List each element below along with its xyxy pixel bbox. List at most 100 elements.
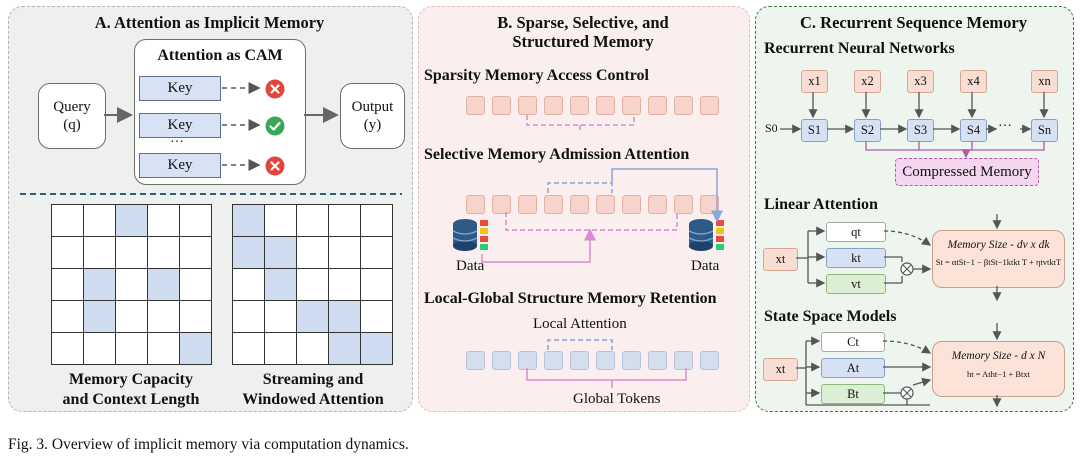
grid-cell bbox=[148, 269, 180, 301]
token-square bbox=[622, 195, 641, 214]
panel-c-title: C. Recurrent Sequence Memory bbox=[800, 13, 1027, 32]
grid-cell bbox=[84, 237, 116, 269]
rnn-input-box: xn bbox=[1031, 70, 1058, 93]
key-box-2: Key bbox=[139, 113, 221, 138]
token-square bbox=[492, 195, 511, 214]
token-square bbox=[544, 195, 563, 214]
windowed-attention-grid bbox=[232, 204, 393, 365]
grid-cell bbox=[116, 269, 148, 301]
rnn-input-box: x1 bbox=[801, 70, 828, 93]
token-square bbox=[570, 351, 589, 370]
output-label: Output bbox=[351, 99, 394, 115]
local-global-section-title: Local-Global Structure Memory Retention bbox=[424, 290, 717, 307]
token-square bbox=[622, 351, 641, 370]
key-box-1: Key bbox=[139, 76, 221, 101]
rnn-input-box: x3 bbox=[907, 70, 934, 93]
token-square bbox=[596, 351, 615, 370]
token-square bbox=[700, 351, 719, 370]
reject-icon bbox=[265, 156, 285, 176]
grid1-caption-line2: and Context Length bbox=[62, 391, 200, 408]
ssm-a-box: At bbox=[821, 358, 885, 378]
token-square bbox=[700, 96, 719, 115]
grid-cell bbox=[148, 237, 180, 269]
grid-cell bbox=[329, 237, 361, 269]
output-symbol: (y) bbox=[363, 117, 382, 133]
query-symbol: (q) bbox=[63, 117, 81, 133]
data-label-right: Data bbox=[691, 258, 720, 274]
ssm-memory-box: Memory Size - d x N ht = Atht−1 + Btxt bbox=[932, 341, 1065, 397]
grid-cell bbox=[361, 269, 393, 301]
linear-memory-size: Memory Size - dv x dk bbox=[947, 239, 1050, 251]
grid2-caption: Streaming and Windowed Attention bbox=[218, 370, 408, 410]
grid-cell bbox=[180, 301, 212, 333]
token-square bbox=[544, 96, 563, 115]
key-ellipsis: ··· bbox=[170, 135, 184, 150]
grid-cell bbox=[180, 269, 212, 301]
linear-k-box: kt bbox=[826, 248, 886, 268]
token-square bbox=[700, 195, 719, 214]
rnn-state-box: S2 bbox=[854, 119, 881, 142]
output-box: Output (y) bbox=[340, 83, 405, 149]
grid-cell bbox=[148, 301, 180, 333]
rnn-state-box: S1 bbox=[801, 119, 828, 142]
grid-cell bbox=[52, 333, 84, 365]
token-square bbox=[596, 96, 615, 115]
grid-cell bbox=[116, 333, 148, 365]
grid-cell bbox=[84, 301, 116, 333]
ssm-formula: ht = Atht−1 + Btxt bbox=[966, 369, 1031, 379]
grid-cell bbox=[265, 237, 297, 269]
grid-cell bbox=[116, 237, 148, 269]
grid-cell bbox=[233, 237, 265, 269]
local-attention-label: Local Attention bbox=[533, 316, 627, 332]
grid2-caption-line1: Streaming and bbox=[262, 371, 364, 388]
grid-cell bbox=[233, 205, 265, 237]
token-square bbox=[544, 351, 563, 370]
grid-cell bbox=[361, 301, 393, 333]
rnn-input-box: x4 bbox=[960, 70, 987, 93]
grid-cell bbox=[329, 269, 361, 301]
key-box-3: Key bbox=[139, 153, 221, 178]
grid-cell bbox=[329, 205, 361, 237]
reject-icon bbox=[265, 79, 285, 99]
grid-cell bbox=[297, 301, 329, 333]
grid-cell bbox=[329, 301, 361, 333]
grid-cell bbox=[265, 301, 297, 333]
grid-cell bbox=[116, 205, 148, 237]
grid-cell bbox=[329, 333, 361, 365]
grid1-caption-line1: Memory Capacity bbox=[69, 371, 193, 388]
grid-cell bbox=[297, 333, 329, 365]
panel-b-title-line2: Structured Memory bbox=[512, 32, 654, 51]
token-square bbox=[674, 96, 693, 115]
token-square bbox=[570, 96, 589, 115]
grid-cell bbox=[361, 237, 393, 269]
grid-cell bbox=[233, 269, 265, 301]
token-square bbox=[622, 96, 641, 115]
rnn-title: Recurrent Neural Networks bbox=[764, 40, 955, 57]
query-box: Query(q) bbox=[38, 83, 106, 149]
token-square bbox=[674, 351, 693, 370]
global-tokens-label: Global Tokens bbox=[573, 391, 661, 407]
rnn-ellipsis: ··· bbox=[998, 119, 1012, 134]
ssm-input-box: xt bbox=[763, 358, 798, 381]
grid-cell bbox=[180, 237, 212, 269]
token-square bbox=[466, 195, 485, 214]
token-square bbox=[570, 195, 589, 214]
cam-title: Attention as CAM bbox=[157, 47, 283, 64]
grid-cell bbox=[148, 333, 180, 365]
token-square bbox=[492, 96, 511, 115]
data-label-left: Data bbox=[456, 258, 485, 274]
token-square bbox=[596, 195, 615, 214]
grid-cell bbox=[297, 205, 329, 237]
ssm-title: State Space Models bbox=[764, 308, 897, 325]
grid-cell bbox=[52, 237, 84, 269]
linear-formula: St = αtSt−1 − βtSt−1ktkt T + ηtvtktT bbox=[935, 257, 1062, 267]
grid-cell bbox=[361, 333, 393, 365]
s0-label: S0 bbox=[765, 121, 778, 135]
grid2-caption-line2: Windowed Attention bbox=[242, 391, 384, 408]
token-square bbox=[648, 195, 667, 214]
grid-cell bbox=[265, 269, 297, 301]
database-icon bbox=[452, 219, 488, 251]
grid-cell bbox=[84, 205, 116, 237]
